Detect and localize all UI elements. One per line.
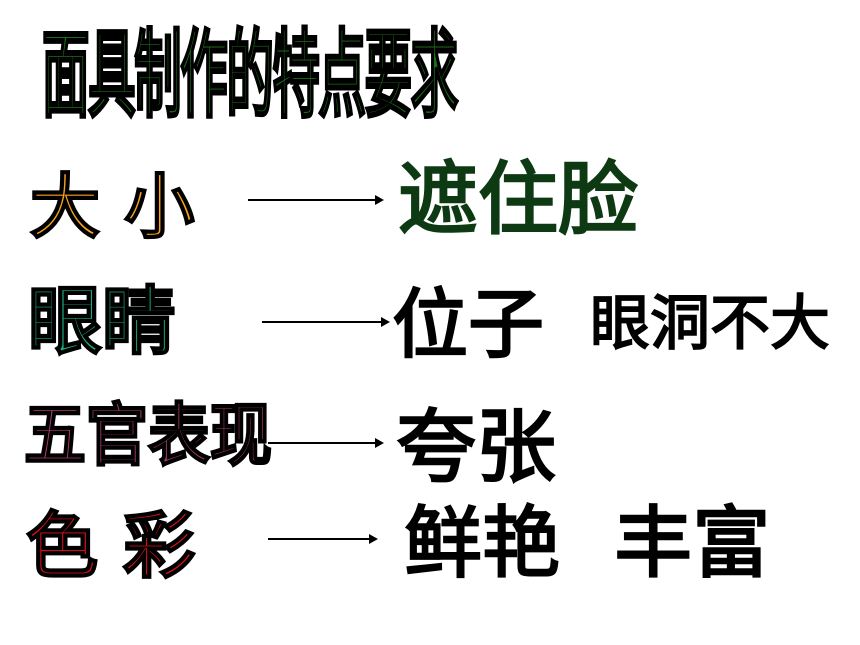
arrow-icon [268,438,384,448]
label-features: 五官表现 [23,395,273,476]
page-title: 面具制作的特点要求 [41,19,459,131]
label-color: 色 彩 [25,504,196,588]
result-eyes: 位子 [392,280,544,369]
label-size: 大 小 [29,166,195,248]
arrow-icon [268,534,378,544]
result-features: 夸张 [396,401,556,494]
arrow-icon [262,317,390,327]
result-color: 鲜艳 丰富 [404,499,771,589]
result-size: 遮住脸 [398,153,638,246]
arrow-icon [248,195,384,205]
result-eyes-detail: 眼洞不大 [590,289,830,359]
label-eyes: 眼睛 [27,279,177,365]
